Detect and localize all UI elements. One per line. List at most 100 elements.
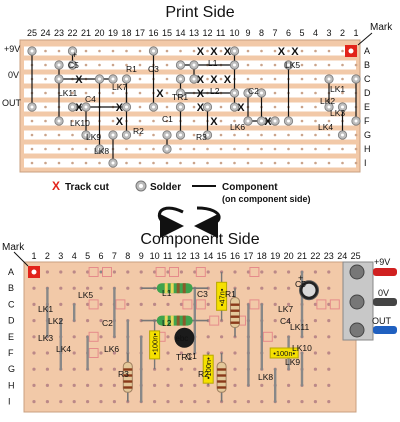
hole xyxy=(179,49,182,53)
copper-track xyxy=(24,144,356,154)
hole xyxy=(300,119,304,123)
hole xyxy=(260,77,263,81)
hole xyxy=(260,286,264,290)
hole xyxy=(341,91,344,95)
hole xyxy=(313,302,317,306)
hole xyxy=(206,161,209,165)
hole xyxy=(327,367,331,371)
hole xyxy=(153,270,157,274)
component-column-label: 24 xyxy=(337,251,347,261)
component-label-lk8: LK8 xyxy=(258,372,273,382)
print-row-label: H xyxy=(364,144,371,154)
print-row-label: G xyxy=(364,130,371,140)
hole xyxy=(138,105,142,109)
hole xyxy=(138,133,142,137)
hole xyxy=(287,302,291,306)
hole xyxy=(300,147,304,151)
solder-hole xyxy=(354,77,358,81)
solder-hole xyxy=(354,119,358,123)
resistor-r1-band xyxy=(230,315,240,318)
solder-hole xyxy=(98,147,101,151)
copper-track xyxy=(24,158,356,168)
hole xyxy=(72,270,76,274)
hole xyxy=(260,147,263,151)
hole xyxy=(192,161,196,165)
hole xyxy=(32,319,36,323)
hole xyxy=(300,161,304,165)
cut-square-mark xyxy=(209,315,220,326)
solder-hole xyxy=(327,105,331,109)
component-column-label: 23 xyxy=(324,251,334,261)
capacitor-c1 xyxy=(202,354,214,384)
legend-cut-symbol: X xyxy=(52,179,60,193)
hole xyxy=(152,161,155,165)
hole xyxy=(32,400,36,404)
hole xyxy=(152,119,155,123)
hole xyxy=(287,133,290,137)
hole xyxy=(32,286,36,290)
track-cut-mark: X xyxy=(237,102,245,114)
hole xyxy=(287,147,290,151)
component-column-label: 18 xyxy=(257,251,267,261)
print-column-label: 13 xyxy=(189,28,199,38)
hole xyxy=(314,119,317,123)
hole xyxy=(112,367,116,371)
cut-square-mark xyxy=(249,267,260,277)
hole xyxy=(260,400,264,404)
hole xyxy=(84,91,88,95)
solder-hole xyxy=(152,49,155,53)
print-column-label: 2 xyxy=(340,28,345,38)
hole xyxy=(260,270,264,274)
track-cut-mark: X xyxy=(197,88,205,100)
print-column-label: 4 xyxy=(313,28,318,38)
hole xyxy=(260,49,263,53)
track-cut-mark: X xyxy=(75,102,83,114)
hole xyxy=(165,49,169,53)
hole xyxy=(206,49,209,53)
hole xyxy=(327,161,331,165)
track-cut-mark: X xyxy=(75,74,83,86)
hole xyxy=(300,77,304,81)
hole xyxy=(166,400,170,404)
inductor-l1-band xyxy=(182,283,186,294)
component-mark-hole xyxy=(31,269,37,275)
hole xyxy=(341,147,344,151)
resistor-r2-band xyxy=(217,374,227,377)
hole xyxy=(98,161,101,165)
hole xyxy=(246,49,250,53)
hole xyxy=(30,119,34,123)
hole xyxy=(86,302,90,306)
component-row-label: H xyxy=(8,380,15,390)
print-row-label: D xyxy=(364,88,371,98)
hole xyxy=(260,133,263,137)
component-column-label: 20 xyxy=(284,251,294,261)
hole xyxy=(126,302,130,306)
print-column-label: 10 xyxy=(230,28,240,38)
cut-square-mark xyxy=(262,331,273,342)
print-column-label: 11 xyxy=(216,28,225,38)
solder-hole xyxy=(111,161,115,165)
hole xyxy=(45,383,50,387)
hole xyxy=(152,147,155,151)
print-column-label: 5 xyxy=(300,28,305,38)
hole xyxy=(99,367,103,371)
inductor-l2-band xyxy=(176,315,180,326)
hole xyxy=(192,49,196,53)
cut-square-mark xyxy=(169,267,179,277)
hole xyxy=(138,147,142,151)
solder-hole xyxy=(260,91,263,95)
hole xyxy=(30,161,34,165)
component-column-label: 3 xyxy=(58,251,63,261)
print-label-c3: C3 xyxy=(148,64,159,74)
hole xyxy=(260,63,263,67)
track-cut-mark: X xyxy=(278,46,286,58)
hole xyxy=(166,270,170,274)
component-column-label: 8 xyxy=(125,251,130,261)
component-column-label: 12 xyxy=(176,251,186,261)
hole xyxy=(44,161,47,165)
component-label-lk11: LK11 xyxy=(290,322,309,332)
hole xyxy=(273,270,277,274)
hole xyxy=(153,383,157,387)
hole xyxy=(354,147,358,151)
legend-track-cut-label: Track cut xyxy=(65,182,110,193)
